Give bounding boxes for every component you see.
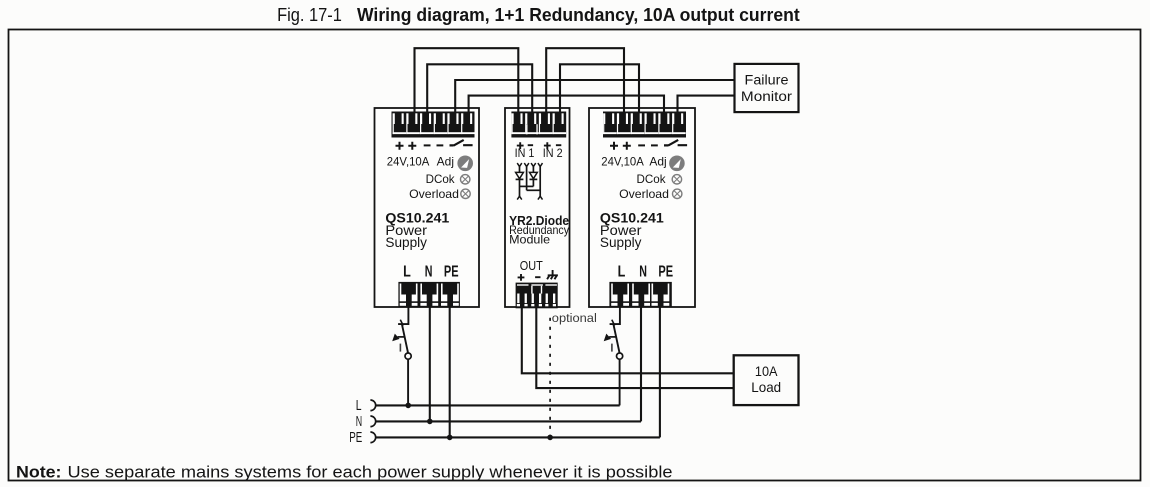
svg-text:DCok: DCok <box>637 172 666 186</box>
svg-text:Power: Power <box>600 223 642 238</box>
svg-text:QS10.241: QS10.241 <box>600 210 664 226</box>
svg-text:YR2.Diode: YR2.Diode <box>509 213 569 228</box>
svg-text:PE: PE <box>444 264 459 281</box>
svg-text:Supply: Supply <box>385 235 427 250</box>
svg-text:Failure: Failure <box>745 73 789 89</box>
svg-text:Overload: Overload <box>619 187 669 201</box>
svg-text:L: L <box>403 264 411 281</box>
svg-text:Fig. 17-1: Fig. 17-1 <box>277 5 342 25</box>
svg-text:10A: 10A <box>755 363 778 379</box>
svg-text:Redundancy: Redundancy <box>509 223 569 237</box>
svg-text:OUT: OUT <box>520 259 543 273</box>
svg-text:L: L <box>618 264 626 281</box>
svg-text:Monitor: Monitor <box>741 89 792 105</box>
svg-text:PE: PE <box>658 264 673 281</box>
svg-text:Power: Power <box>385 223 427 238</box>
svg-text:N: N <box>639 264 647 281</box>
svg-text:Adj: Adj <box>437 154 454 168</box>
svg-text:Supply: Supply <box>600 235 642 250</box>
svg-text:QS10.241: QS10.241 <box>385 210 449 226</box>
svg-text:Wiring diagram, 1+1 Redundancy: Wiring diagram, 1+1 Redundancy, 10A outp… <box>357 5 800 25</box>
svg-text:L: L <box>356 398 362 414</box>
svg-text:24V,10A: 24V,10A <box>601 154 644 168</box>
svg-text:optional: optional <box>552 311 597 325</box>
svg-text:Adj: Adj <box>649 154 666 168</box>
svg-text:IN 1: IN 1 <box>515 146 535 160</box>
svg-text:N: N <box>356 414 362 430</box>
svg-text:DCok: DCok <box>426 172 455 186</box>
svg-text:Note:: Note: <box>16 462 62 481</box>
svg-text:Load: Load <box>751 379 781 395</box>
svg-text:Module: Module <box>509 233 550 247</box>
svg-text:PE: PE <box>349 430 362 446</box>
svg-text:N: N <box>425 264 433 281</box>
svg-text:24V,10A: 24V,10A <box>387 154 430 168</box>
svg-text:Use separate mains systems for: Use separate mains systems for each powe… <box>68 462 673 481</box>
svg-text:Overload: Overload <box>409 187 459 201</box>
svg-text:IN 2: IN 2 <box>543 146 563 160</box>
